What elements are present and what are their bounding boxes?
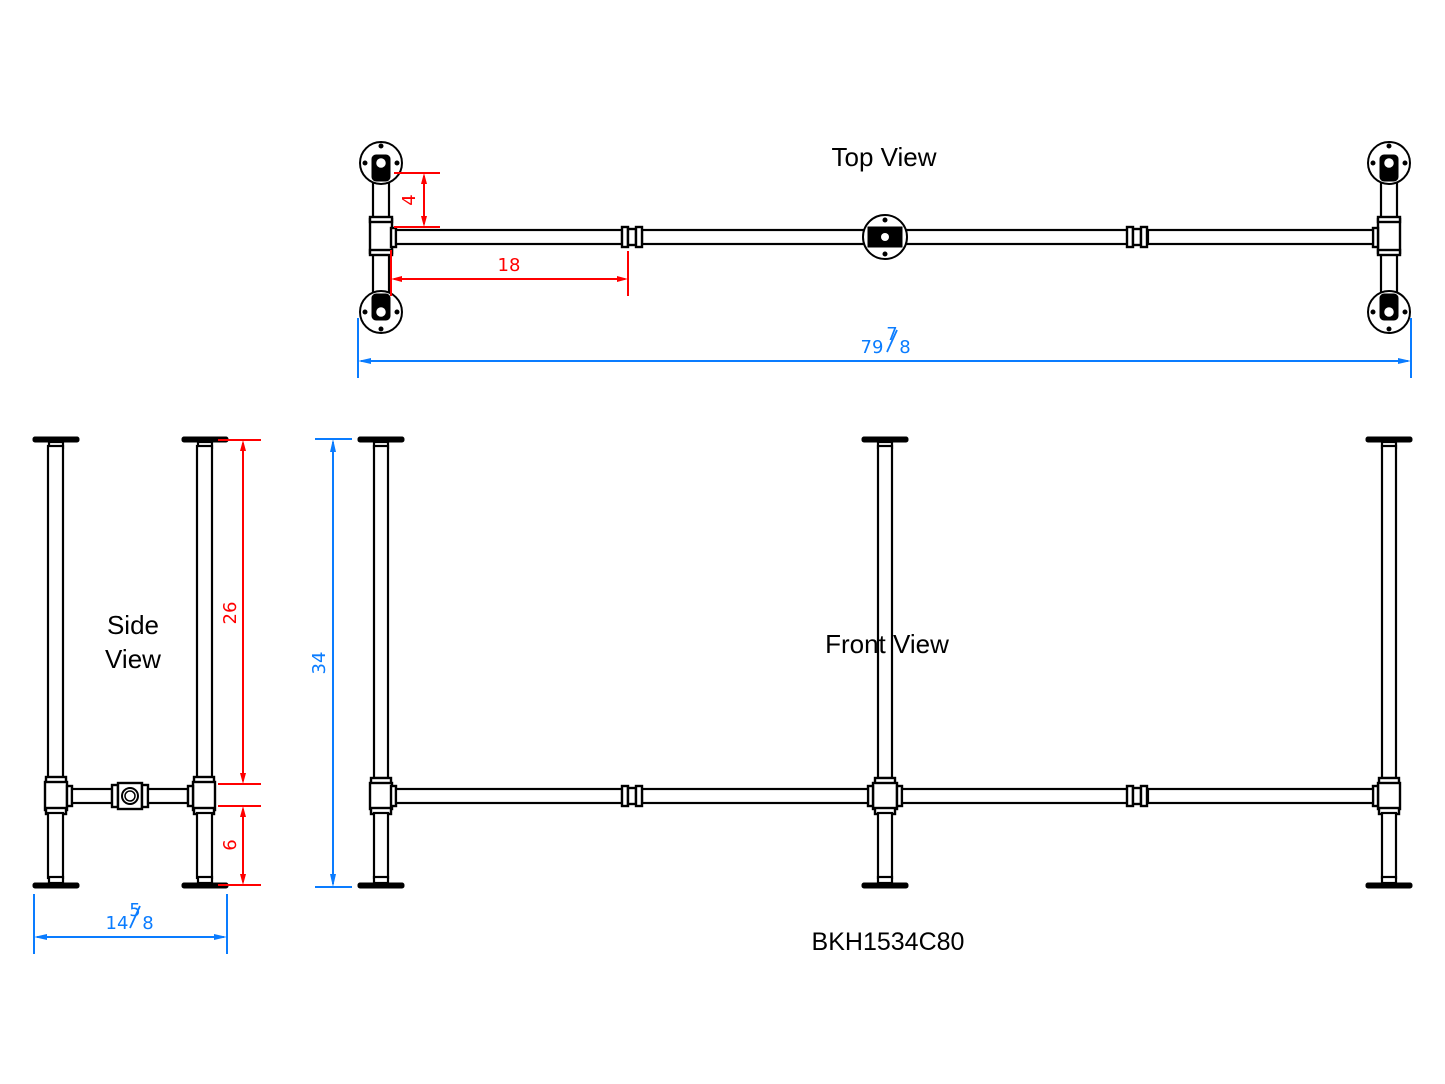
dimension-denominator: 8 [142,913,153,934]
side-view-title-line2: View [105,644,161,674]
bolt-hole [378,143,384,149]
pipe [394,228,624,246]
dimension-denominator: 8 [899,337,910,358]
side-view-title-line1: Side [107,610,159,640]
front-view: 34 [309,436,1413,889]
dimension-numerator: 5 [129,900,140,921]
side-left-leg [32,436,80,889]
bolt-hole [362,309,368,315]
front-right-leg [1365,436,1413,889]
bolt-hole [362,160,368,166]
bolt-hole [1386,326,1392,332]
flange-bore [374,156,388,170]
dimension-whole: 79 [861,337,884,358]
flange-bore [374,305,388,319]
bolt-hole [1370,160,1376,166]
coupling [1125,784,1149,808]
coupling [620,225,644,249]
top-view-title: Top View [831,142,936,172]
pipe [371,250,391,298]
fitting-ring [1376,248,1402,257]
dimension-lower-leg: 6 [218,805,261,886]
bolt-hole [394,309,400,315]
dimension-upper-leg: 26 [218,439,261,785]
dimension-label: 18 [498,255,521,276]
dimension-label: 26 [220,602,241,625]
dimension-top-pipe-length: 18 [390,250,629,296]
bolt-hole [1402,160,1408,166]
dimension-overall-length: 79 7 8 [357,318,1412,378]
top-horizontal-beam [394,214,1375,260]
side-right-leg [181,436,229,889]
dimension-numerator: 7 [886,324,897,345]
bolt-hole [1370,309,1376,315]
front-horizontal-beam [394,784,1375,808]
front-left-leg [357,436,405,889]
bolt-hole [378,326,384,332]
flange-bore [1382,305,1396,319]
coupling [620,784,644,808]
pipe [640,228,866,246]
bolt-hole [1402,309,1408,315]
top-left-leg-assembly [359,141,403,334]
pipe [904,228,1130,246]
fraction-slash [129,905,141,929]
fraction-slash [886,329,898,353]
dimension-label: 4 [399,194,420,205]
coupling [1125,225,1149,249]
front-middle-leg [861,436,909,889]
flange-bore [1382,156,1396,170]
dimension-top-offset: 4 [394,172,440,228]
fitting-ring [368,215,394,224]
dimension-overall-height: 34 [309,438,352,888]
top-right-leg-assembly [1367,141,1411,334]
side-view: Side View [32,436,261,954]
top-view: Top View [357,141,1412,378]
side-crossbar [65,781,195,811]
front-view-title: Front View [825,629,949,659]
dimension-whole: 14 [106,913,129,934]
pipe [1379,250,1399,298]
center-flange [862,214,908,260]
flange [32,882,80,889]
bolt-hole [1386,143,1392,149]
tee-fitting [1376,217,1402,255]
bolt-hole [394,160,400,166]
tee-fitting [368,217,394,255]
fitting-ring [368,248,394,257]
dimension-overall-width: 14 5 8 [33,894,228,954]
dimension-label: 6 [220,839,241,850]
dimension-label: 34 [309,652,330,675]
fitting-ring [1376,215,1402,224]
part-number: BKH1534C80 [812,928,965,956]
pipe [1146,228,1375,246]
